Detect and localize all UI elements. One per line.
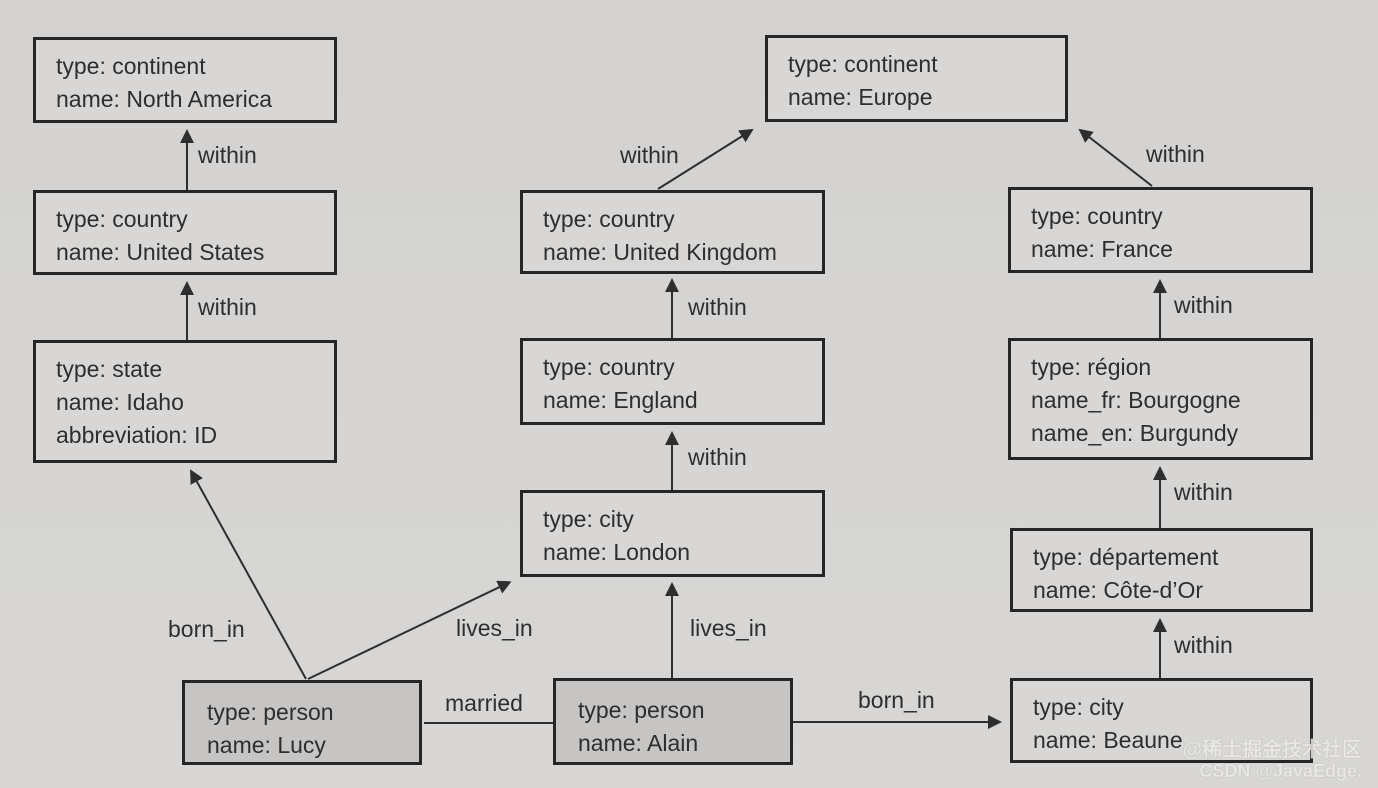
node-property: type: continent — [56, 53, 206, 79]
node-property: type: région — [1031, 354, 1152, 380]
node-property: name: England — [543, 387, 698, 413]
node-property: name_en: Burgundy — [1031, 420, 1239, 446]
watermark-line2: CSDN @JavaEdge. — [1199, 761, 1362, 781]
node-property: name_fr: Bourgogne — [1031, 387, 1241, 413]
node-france: type: country name: France — [1008, 187, 1313, 273]
node-property: name: Côte-d’Or — [1033, 577, 1204, 603]
node-person-alain: type: person name: Alain — [553, 678, 793, 765]
edge-label-married: married — [445, 690, 523, 716]
node-property: name: Europe — [788, 84, 933, 110]
node-property: type: person — [578, 697, 705, 723]
node-property: name: United States — [56, 239, 265, 265]
node-europe: type: continent name: Europe — [765, 35, 1068, 122]
node-property: type: country — [543, 206, 675, 232]
node-property: name: Lucy — [207, 732, 326, 758]
edge-label-within: within — [688, 444, 747, 470]
node-property: name: North America — [56, 86, 273, 112]
edge-label-within: within — [1174, 292, 1233, 318]
edge-label-born-in: born_in — [858, 687, 935, 713]
node-cote-dor: type: département name: Côte-d’Or — [1010, 528, 1313, 612]
node-property: name: London — [543, 539, 691, 565]
node-property: type: country — [543, 354, 675, 380]
edge-label-lives-in: lives_in — [690, 615, 767, 641]
watermark: @稀土掘金技术社区 CSDN @JavaEdge. — [1182, 740, 1362, 782]
node-united-kingdom: type: country name: United Kingdom — [520, 190, 825, 274]
edge-label-born-in: born_in — [168, 616, 245, 642]
edge-label-lives-in: lives_in — [456, 615, 533, 641]
node-property: name: Idaho — [56, 389, 184, 415]
node-property: type: state — [56, 356, 163, 382]
node-property: type: continent — [788, 51, 938, 77]
node-property: name: Beaune — [1033, 727, 1183, 753]
node-property: name: Alain — [578, 730, 699, 756]
edge-france-to-europe — [1078, 128, 1153, 187]
node-property: name: France — [1031, 236, 1173, 262]
edge-label-within: within — [1174, 479, 1233, 505]
edge-lucy-born-in-idaho — [190, 469, 307, 680]
node-england: type: country name: England — [520, 338, 825, 425]
node-london: type: city name: London — [520, 490, 825, 577]
node-property: type: person — [207, 699, 334, 725]
node-property: type: city — [543, 506, 634, 532]
edge-label-within: within — [688, 294, 747, 320]
node-united-states: type: country name: United States — [33, 190, 337, 275]
node-person-lucy: type: person name: Lucy — [182, 680, 422, 765]
edge-label-within: within — [1174, 632, 1233, 658]
edge-lucy-lives-in-london — [307, 580, 512, 680]
node-property: type: city — [1033, 694, 1124, 720]
node-property: abbreviation: ID — [56, 422, 218, 448]
node-bourgogne: type: région name_fr: Bourgogne name_en:… — [1008, 338, 1313, 460]
node-idaho: type: state name: Idaho abbreviation: ID — [33, 340, 337, 463]
edge-label-within: within — [198, 294, 257, 320]
edge-label-within: within — [620, 142, 679, 168]
node-property: name: United Kingdom — [543, 239, 777, 265]
edge-uk-to-europe — [657, 128, 754, 190]
watermark-line1: @稀土掘金技术社区 — [1182, 739, 1362, 761]
node-property: type: country — [1031, 203, 1163, 229]
node-property: type: département — [1033, 544, 1219, 570]
edge-label-within: within — [198, 142, 257, 168]
edge-label-within: within — [1146, 141, 1205, 167]
node-property: type: country — [56, 206, 188, 232]
node-north-america: type: continent name: North America — [33, 37, 337, 123]
node-beaune: type: city name: Beaune — [1010, 678, 1313, 763]
